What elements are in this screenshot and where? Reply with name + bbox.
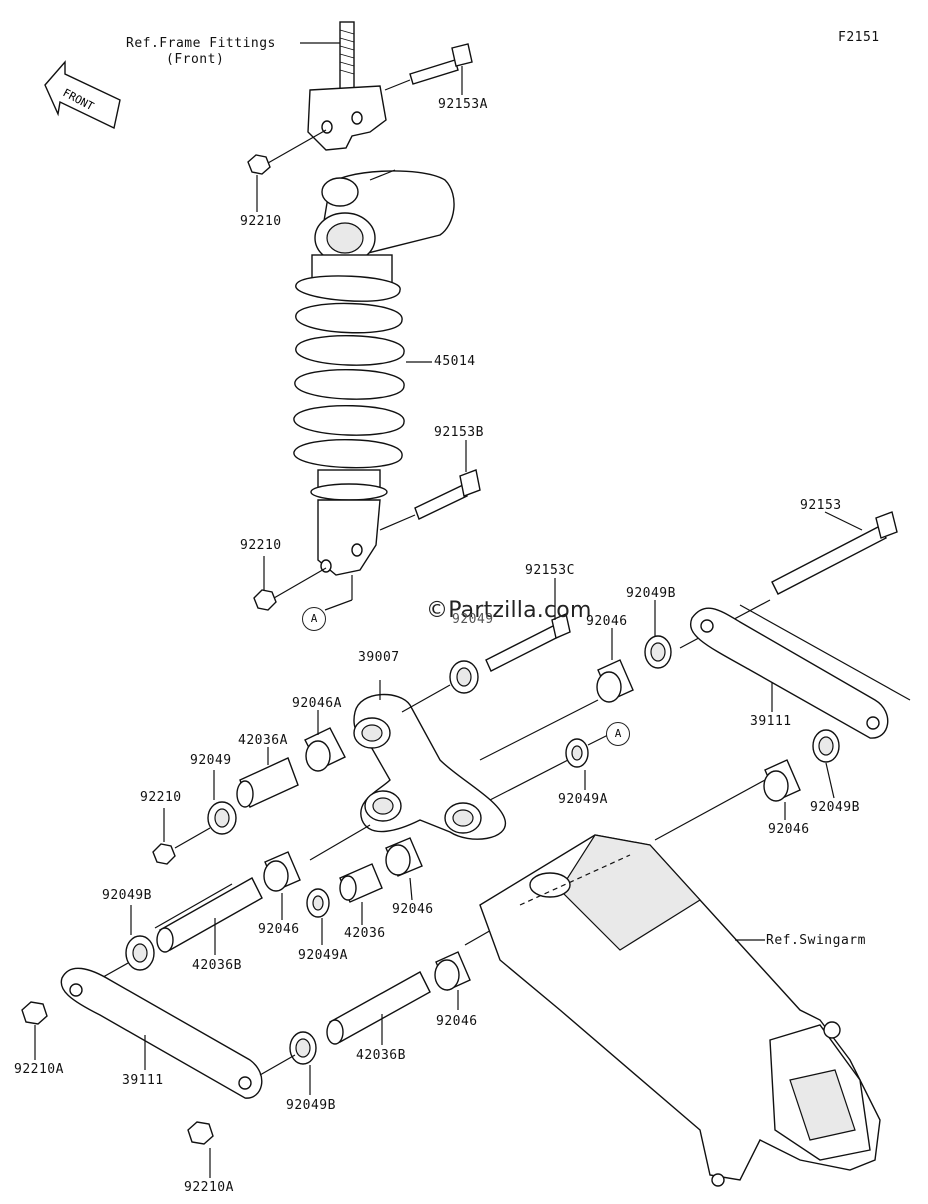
washer-92049B-left — [125, 935, 155, 971]
watermark: ©Partzilla.com — [426, 598, 592, 623]
label-92153A: 92153A — [438, 97, 488, 112]
label-92049-upper: 92049 — [452, 612, 494, 627]
collar-42036B-left — [156, 877, 263, 953]
figure-code: F2151 — [838, 30, 880, 45]
tie-rod-39111-right — [690, 607, 889, 739]
washer-92049A-center — [306, 888, 330, 918]
label-92049B-top: 92049B — [626, 586, 676, 601]
label-42036: 42036 — [344, 926, 386, 941]
label-92049A-center: 92049A — [298, 948, 348, 963]
label-92046-center-2: 92046 — [392, 902, 434, 917]
label-92049B-low: 92049B — [286, 1098, 336, 1113]
label-92046-low: 92046 — [436, 1014, 478, 1029]
label-92153B: 92153B — [434, 425, 484, 440]
collar-42036B-low — [326, 971, 431, 1045]
bolt-92153 — [771, 511, 898, 595]
label-92049: 92049 — [190, 753, 232, 768]
bolt-92153C — [485, 613, 571, 672]
label-92210-mid: 92210 — [240, 538, 282, 553]
nut-92210-left — [152, 843, 176, 865]
label-39111-left: 39111 — [122, 1073, 164, 1088]
front-direction-arrow: FRONT — [44, 60, 121, 130]
bushing-92046-low — [434, 951, 471, 991]
bushing-92046-right — [763, 759, 801, 802]
frame-bracket — [307, 21, 387, 151]
rocker-arm-39007 — [353, 693, 506, 840]
label-92046-center-1: 92046 — [258, 922, 300, 937]
label-42036A: 42036A — [238, 733, 288, 748]
bushing-92046A — [304, 727, 346, 772]
washer-92049A-right — [565, 738, 589, 768]
label-42036B-low: 42036B — [356, 1048, 406, 1063]
nut-92210A-bottom — [187, 1121, 214, 1145]
label-92046-right: 92046 — [768, 822, 810, 837]
ref-frame-front: (Front) — [166, 52, 225, 67]
label-39007: 39007 — [358, 650, 400, 665]
washer-92049 — [207, 801, 237, 835]
label-92210A-left: 92210A — [14, 1062, 64, 1077]
nut-92210-mid — [253, 589, 277, 611]
label-92210-left: 92210 — [140, 790, 182, 805]
ref-frame-fittings: Ref.Frame Fittings — [126, 36, 276, 51]
swingarm — [479, 834, 881, 1187]
nut-92210-top — [247, 154, 271, 175]
label-92046A: 92046A — [292, 696, 342, 711]
label-92153C: 92153C — [525, 563, 575, 578]
bushing-92046-center-2 — [385, 837, 423, 877]
label-39111-right: 39111 — [750, 714, 792, 729]
label-92046-top: 92046 — [586, 614, 628, 629]
washer-92049B-top — [644, 635, 672, 669]
tie-rod-39111-left — [60, 967, 263, 1099]
label-92210-top: 92210 — [240, 214, 282, 229]
washer-92049B-right — [812, 729, 840, 763]
label-92210A-bottom: 92210A — [184, 1180, 234, 1195]
washer-92049B-low — [289, 1031, 317, 1065]
bushing-92046-top — [596, 659, 634, 703]
collar-42036 — [339, 863, 383, 903]
label-45014: 45014 — [434, 354, 476, 369]
label-92049B-right: 92049B — [810, 800, 860, 815]
nut-92210A-left — [21, 1001, 48, 1025]
label-92049B-left: 92049B — [102, 888, 152, 903]
bolt-92153B — [379, 469, 481, 531]
label-42036B-left: 42036B — [192, 958, 242, 973]
ref-swingarm: Ref.Swingarm — [766, 933, 866, 948]
collar-42036A — [236, 757, 299, 808]
callout-a-lower: A — [606, 722, 630, 746]
bushing-92046-center-1 — [263, 851, 301, 892]
label-92153: 92153 — [800, 498, 842, 513]
callout-a-upper: A — [302, 607, 326, 631]
shock-absorber-45014 — [293, 170, 455, 576]
washer-92049-upper — [449, 660, 479, 694]
label-92049A-right: 92049A — [558, 792, 608, 807]
bolt-92153A — [384, 43, 473, 91]
